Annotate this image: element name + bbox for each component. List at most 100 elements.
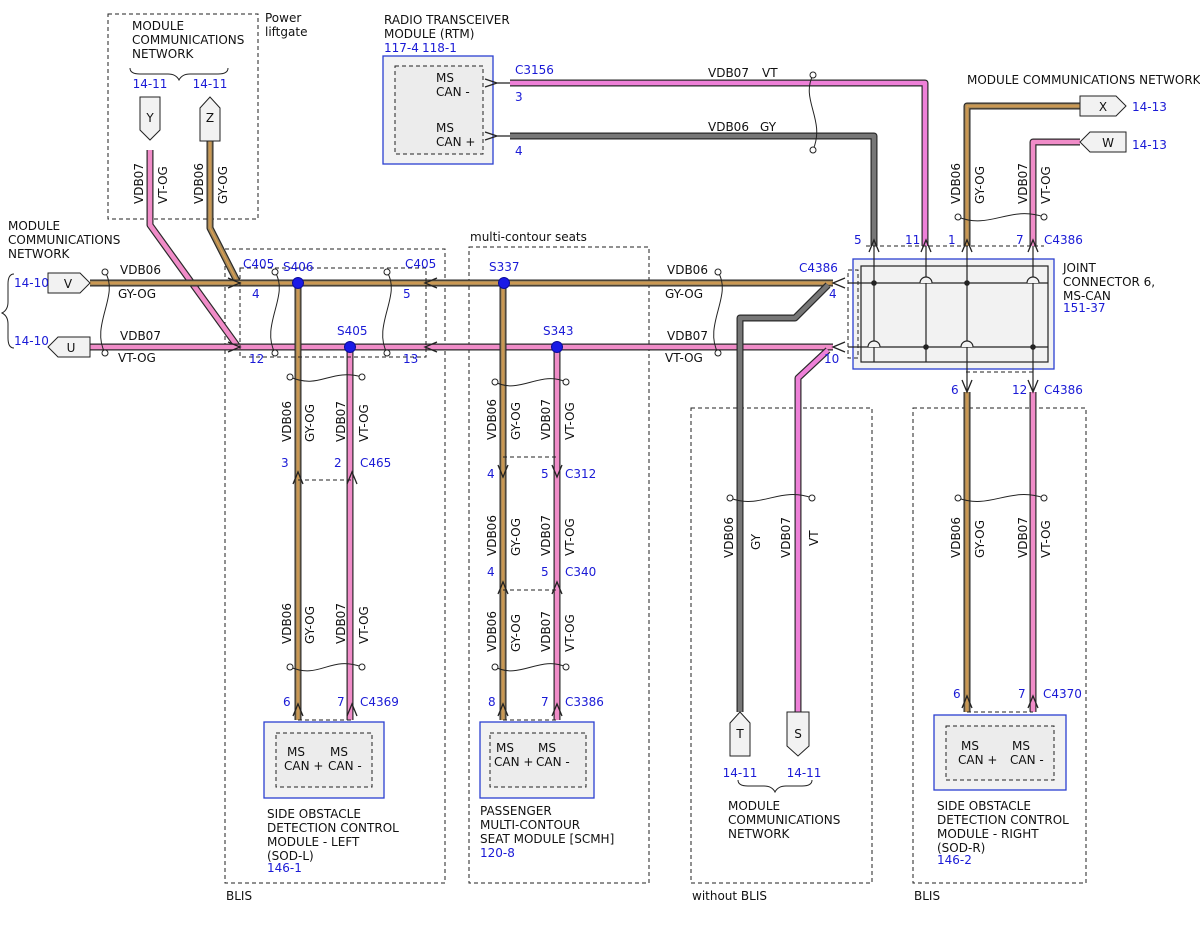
vlabel-scmh-b-c1: VDB06 [485,515,499,556]
top-left-network-line1: MODULE [132,19,184,33]
flag-y: Y [139,96,161,141]
wire-liftgate-vtog [147,150,240,349]
pin-j-12: 12 [1012,383,1027,397]
connector-c465: C465 [360,456,391,470]
wire-mid-bottom-circuit: VDB07 [667,329,708,343]
splice-s405 [344,341,356,353]
sod-l-line1: SIDE OBSTACLE [267,807,361,821]
pin-j-6: 6 [951,383,959,397]
vlabel-y-color: VT-OG [156,166,170,204]
pin-c4369-6: 6 [283,695,291,709]
scmh-module [479,721,595,799]
flag-t-ref: 14-11 [723,766,758,780]
sod-l-ref: 146-1 [267,861,302,875]
blis-right-zone [912,407,1087,884]
vlabel-sodl-top-c1: VDB06 [280,401,294,442]
sod-l-line3: MODULE - LEFT [267,835,360,849]
sod-l-pin1: MS [287,745,305,759]
vlabel-scmh-b-k1: GY-OG [509,518,523,556]
vlabel-y-circuit: VDB07 [132,163,146,204]
pin-c3386-8: 8 [488,695,496,709]
vlabel-scmh-a-k1: GY-OG [509,402,523,440]
sod-r-pin1: MS [961,739,979,753]
sod-r-pin1b: CAN + [958,753,997,767]
vlabel-z-color: GY-OG [216,166,230,204]
flag-y-ref: 14-11 [133,77,168,91]
vlabel-sodl-top-k2: VT-OG [357,404,371,442]
sod-l-pin1b: CAN + [284,759,323,773]
joint-line3: MS-CAN [1063,289,1111,303]
wire-left-top-circuit: VDB06 [120,263,161,277]
joint-internal-bus [848,246,1048,390]
vlabel-scmh-c-k1: GY-OG [509,614,523,652]
connector-c405-right: C405 [405,257,436,271]
joint-crossovers [867,276,1040,348]
sod-r-line4: (SOD-R) [937,841,985,855]
pin-c405-5: 5 [403,287,411,301]
scmh-pin1: MS [496,741,514,755]
vlabel-sodr-c1: VDB06 [949,517,963,558]
scmh-pin1b: CAN + [494,755,533,769]
pin-c465-2: 2 [334,456,342,470]
flag-t-label: T [735,727,744,741]
flag-w: W [1079,131,1127,153]
joint-nodes [871,280,1036,350]
flag-u-ref: 14-10 [14,334,49,348]
splice-s337-label: S337 [489,260,520,274]
rtm-module [382,55,494,165]
pin-c312-4: 4 [487,467,495,481]
pin-c405-12: 12 [249,352,264,366]
sod-r-line1: SIDE OBSTACLE [937,799,1031,813]
vlabel-scmh-c-c2: VDB07 [539,611,553,652]
blis-left-label: BLIS [226,889,252,903]
vlabel-scmh-a-k2: VT-OG [563,402,577,440]
left-network-line2: COMMUNICATIONS [8,233,120,247]
vlabel-xw-k1: GY-OG [973,166,987,204]
sod-r-pin2: MS [1012,739,1030,753]
flag-z-label: Z [206,111,214,125]
vlabel-scmh-a-c1: VDB06 [485,399,499,440]
pin-j-10: 10 [824,352,839,366]
vlabel-xw-c2: VDB07 [1016,163,1030,204]
sod-r-line2: DETECTION CONTROL [937,813,1069,827]
flag-z-ref: 14-11 [193,77,228,91]
connector-c312: C312 [565,467,596,481]
pin-j-1: 1 [948,233,956,247]
wire-layer [90,79,1080,720]
top-right-network-title: MODULE COMMUNICATIONS NETWORK [967,73,1200,87]
wire-labels-horizontal: VDB07 VT VDB06 GY VDB06 GY-OG VDB07 VT-O… [118,66,940,903]
pin-c405-4: 4 [252,287,260,301]
wire-rtm-top-circuit: VDB07 [708,66,749,80]
pin-c312-5: 5 [541,467,549,481]
scmh-line1: PASSENGER [480,804,552,818]
multi-contour-zone [468,246,650,884]
flag-s-label: S [794,727,802,741]
scmh-pin2: MS [538,741,556,755]
connector-c3386: C3386 [565,695,604,709]
scmh-ref: 120-8 [480,846,515,860]
bottom-network-line1: MODULE [728,799,780,813]
rtm-name-line2: MODULE (RTM) [384,27,474,41]
splice-s337 [498,277,510,289]
flag-x-label: X [1099,100,1107,114]
wire-mid-bottom-color: VT-OG [665,351,703,365]
vlabel-sodr-k2: VT-OG [1039,520,1053,558]
vlabel-nob-c1: VDB06 [722,517,736,558]
wire-labels-vertical: VDB07 VT-OG VDB06 GY-OG VDB06 GY-OG VDB0… [132,163,1053,652]
pin-c4370-7: 7 [1018,687,1026,701]
wire-left-bottom-color: VT-OG [118,351,156,365]
vlabel-nob-c2: VDB07 [779,517,793,558]
power-liftgate-line1: Power [265,11,301,25]
without-blis-label: without BLIS [692,889,767,903]
pin-c4369-7: 7 [337,695,345,709]
sod-r-line3: MODULE - RIGHT [937,827,1039,841]
rtm-pin2: MS [436,121,454,135]
rtm-pin1: MS [436,71,454,85]
joint-connector-6 [852,258,1055,370]
wire-rtm-vt [510,80,928,246]
flag-v-ref: 14-10 [14,276,49,290]
flag-x-ref: 14-13 [1132,100,1167,114]
wire-noblis-vt [795,348,830,712]
wire-liftgate-gyog-stripe [209,141,239,284]
splice-s406 [292,277,304,289]
